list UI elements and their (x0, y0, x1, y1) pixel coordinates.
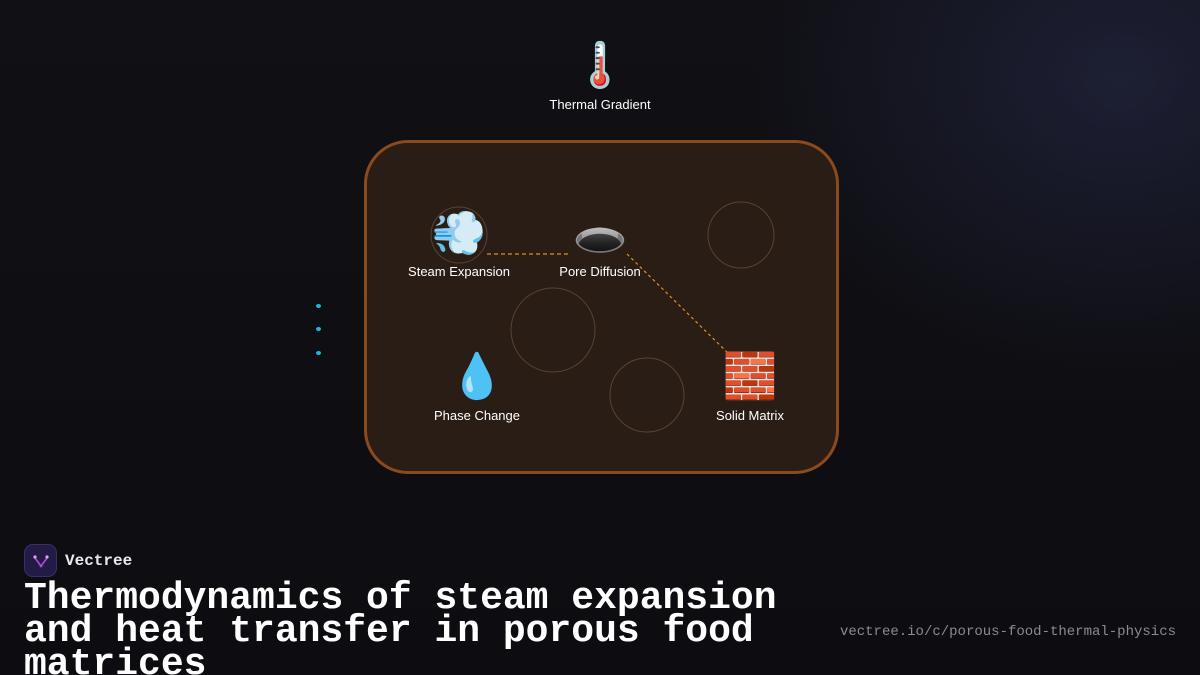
page-title: Thermodynamics of steam expansion and he… (24, 577, 777, 675)
thermal-gradient-label: Thermal Gradient (549, 97, 651, 112)
solid-matrix-node: 🧱 Solid Matrix (670, 351, 830, 424)
pore-diffusion-node: 🕳️ Pore Diffusion (520, 208, 680, 280)
brand-name: Vectree (65, 551, 133, 570)
brick-icon: 🧱 (722, 351, 778, 402)
thermal-gradient-node: 🌡️ Thermal Gradient (540, 40, 660, 113)
dash-icon: 💨 (431, 208, 487, 259)
phase-change-label: Phase Change (433, 408, 520, 423)
pore-diffusion-label: Pore Diffusion (559, 264, 641, 279)
solid-matrix-label: Solid Matrix (716, 408, 784, 423)
accent-dot (316, 327, 321, 331)
brand: Vectree (24, 544, 132, 577)
accent-dot (316, 304, 321, 308)
phase-change-node: 💧 Phase Change (397, 351, 557, 424)
hole-icon: 🕳️ (572, 208, 628, 259)
droplet-icon: 💧 (449, 351, 505, 402)
process-panel (364, 140, 839, 474)
source-url[interactable]: vectree.io/c/porous-food-thermal-physics (839, 624, 1176, 640)
steam-expansion-label: Steam Expansion (408, 264, 510, 279)
steam-expansion-node: 💨 Steam Expansion (379, 208, 539, 280)
vectree-logo-icon (24, 544, 57, 577)
thermometer-icon: 🌡️ (572, 40, 628, 91)
accent-dot (316, 351, 321, 355)
